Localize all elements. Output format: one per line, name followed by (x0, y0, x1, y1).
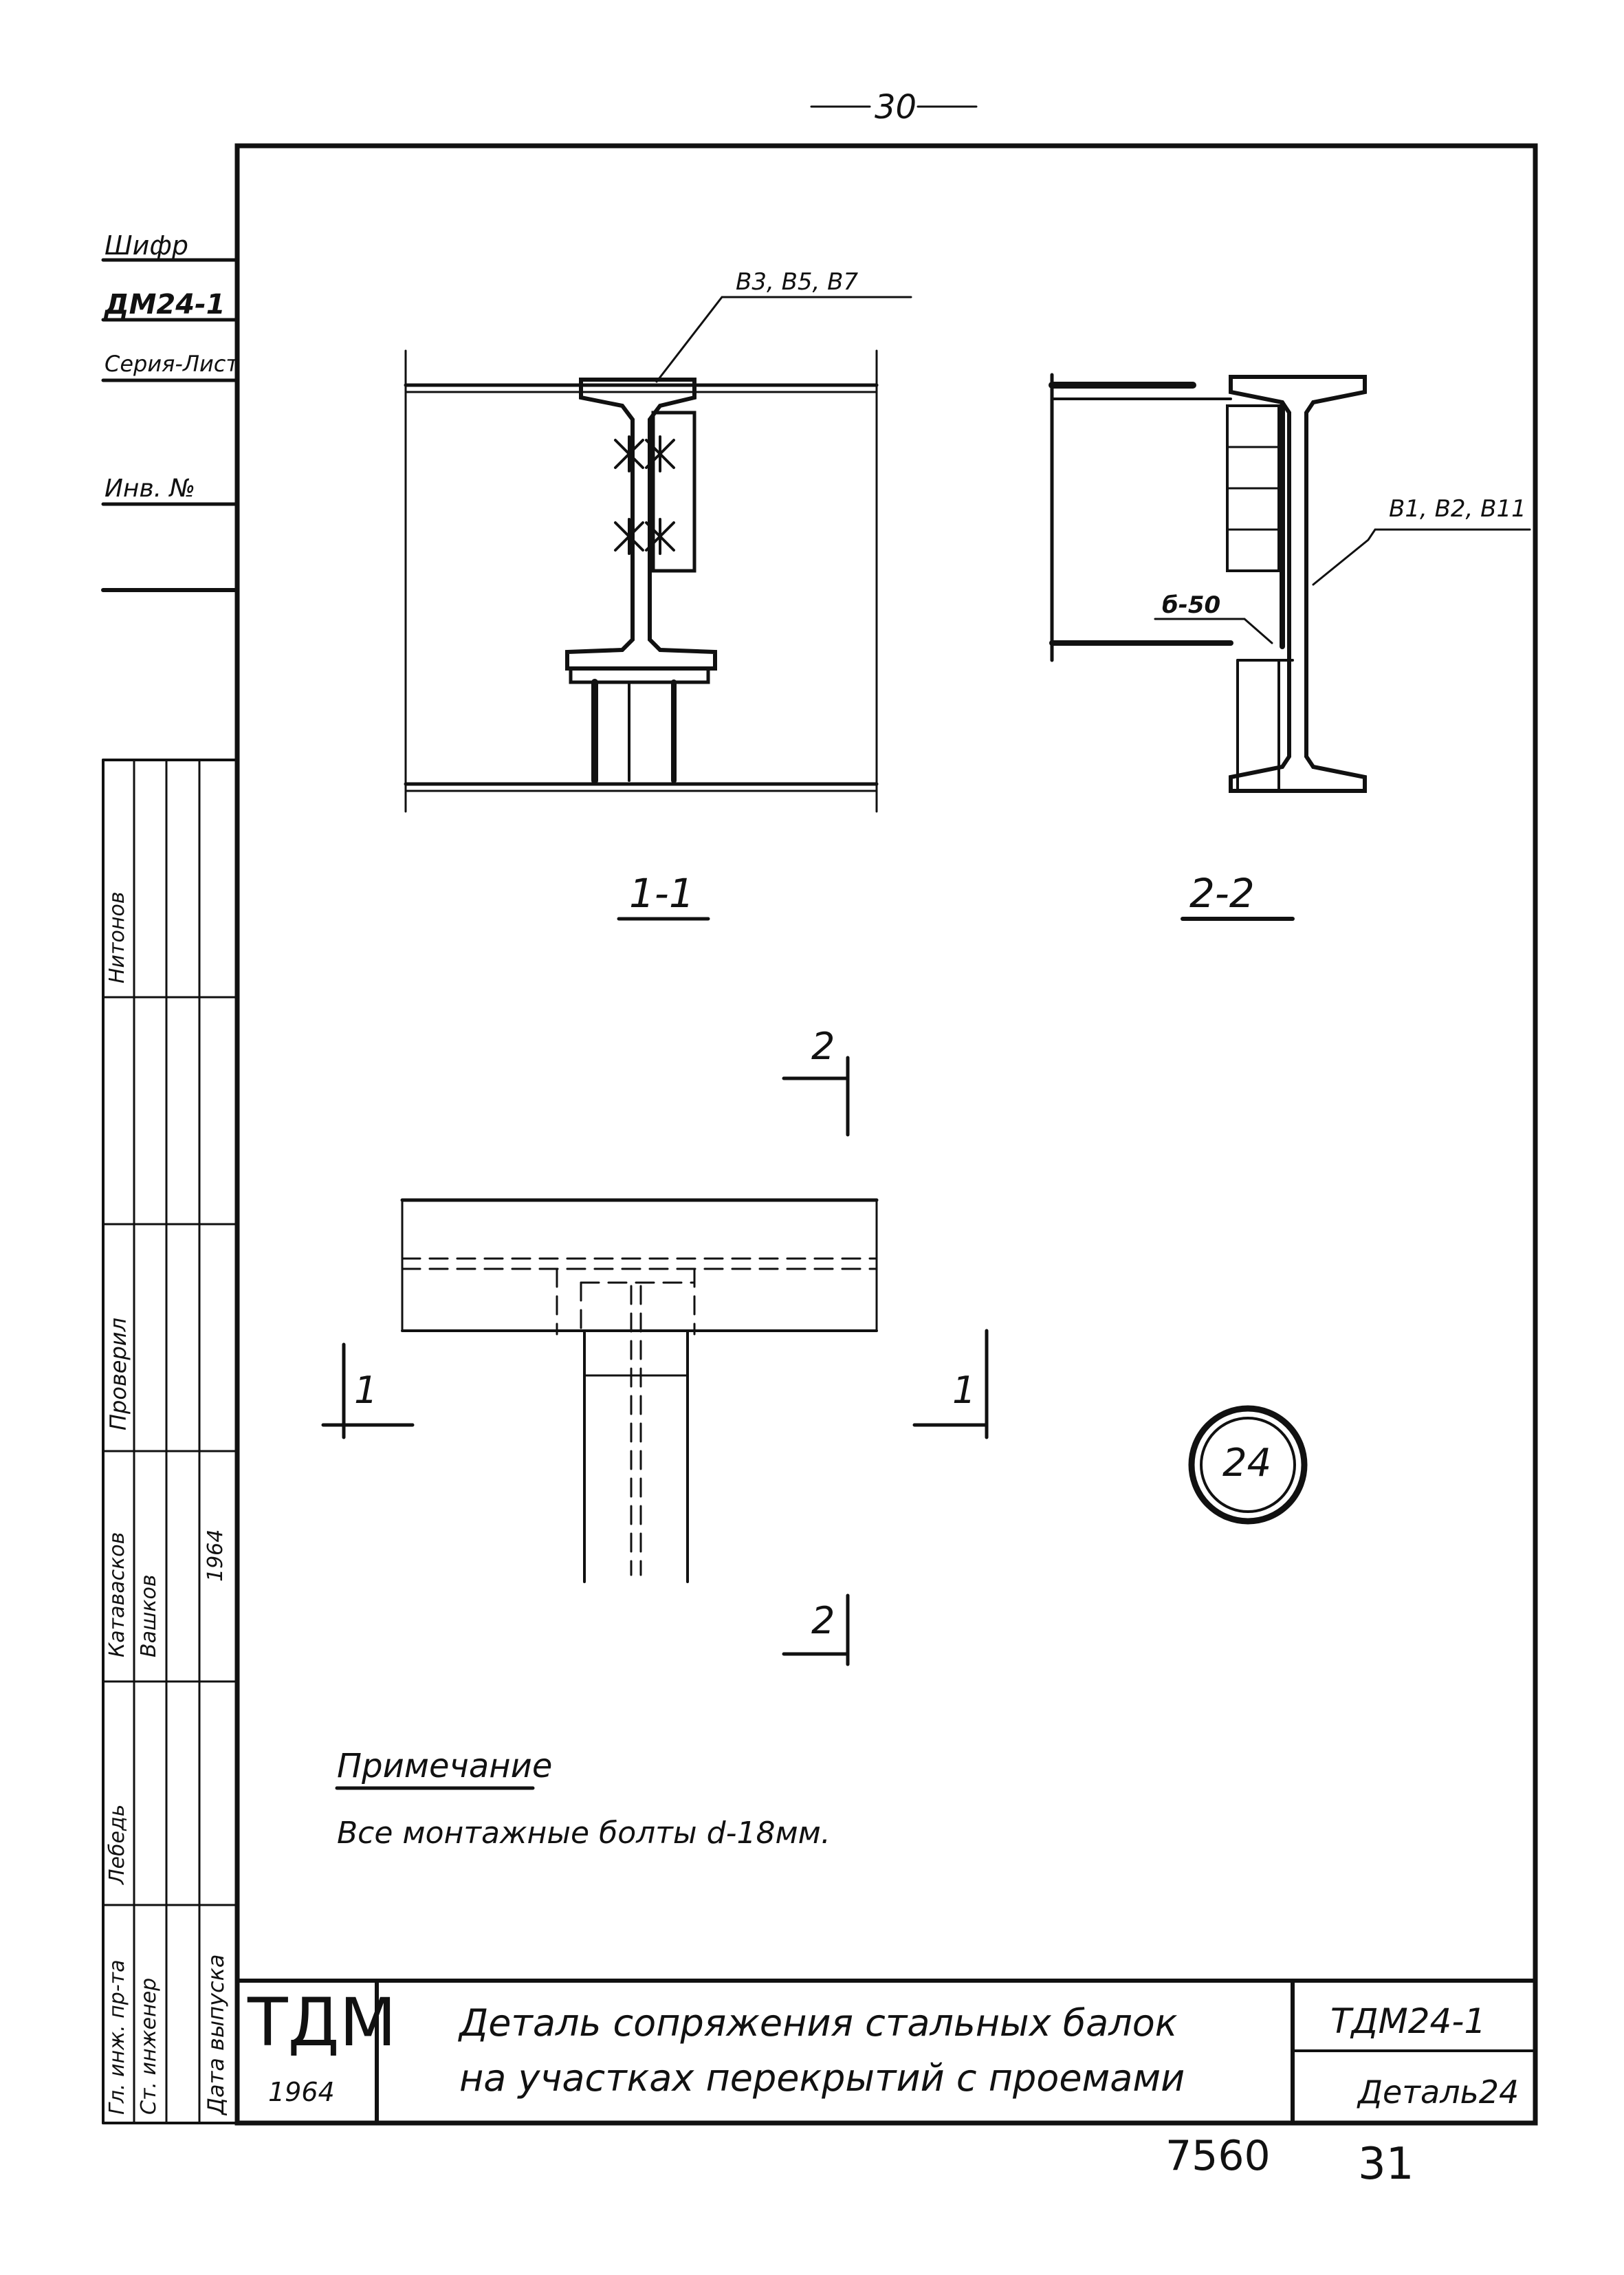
bolt-label-section-1: В3, В5, В7 (736, 268, 859, 296)
detail-number: 24 (1222, 1441, 1272, 1485)
note-title: Примечание (337, 1747, 553, 1785)
note-text: Все монтажные болты d-18мм. (337, 1816, 831, 1851)
stamp-cipher: Шифр (105, 230, 188, 261)
title-block-year: 1964 (268, 2077, 335, 2107)
stamp-code: ДМ24-1 (105, 289, 226, 320)
cut-mark-1-right: 1 (952, 1369, 976, 1412)
side-release-date: Дата выпуска (203, 1954, 229, 2115)
side-checked: Проверил (105, 1317, 131, 1430)
side-name-1: Катавасков (105, 1532, 129, 1657)
side-name-2: Вашков (137, 1574, 161, 1657)
cut-mark-2-bottom: 2 (811, 1599, 835, 1642)
archive-number: 7560 (1165, 2132, 1271, 2180)
page-number-bottom: 31 (1358, 2139, 1414, 2190)
plate-label-section-2: б-50 (1162, 591, 1221, 619)
side-year: 1964 (204, 1529, 228, 1582)
drawing-code: ТДМ24-1 (1330, 2001, 1486, 2041)
side-senior-engineer: Ст. инженер (137, 1977, 161, 2115)
bolt-label-section-2: В1, В2, В11 (1389, 495, 1526, 523)
section-caption-1-1: 1-1 (629, 870, 694, 917)
side-chief-engineer: Гл. инж. пр-та (105, 1959, 129, 2115)
side-name-3: Лебедь (105, 1804, 129, 1884)
cut-mark-1-left: 1 (354, 1369, 378, 1412)
stamp-series-sheet: Серия-Лист (105, 351, 239, 377)
cut-mark-2-top: 2 (811, 1025, 835, 1068)
section-caption-2-2: 2-2 (1189, 870, 1255, 917)
drawing-title-line-1: Деталь сопряжения стальных балок (459, 2001, 1178, 2045)
title-block-logo: ТДМ (248, 1984, 397, 2061)
page-number-top: 30 (875, 88, 917, 127)
stamp-inventory: Инв. № (105, 475, 196, 503)
sheet-name: Деталь24 (1358, 2073, 1519, 2111)
side-name-4: Нитонов (105, 891, 129, 983)
drawing-title-line-2: на участках перекрытий с проемами (459, 2056, 1185, 2100)
main-frame (234, 143, 1538, 2126)
